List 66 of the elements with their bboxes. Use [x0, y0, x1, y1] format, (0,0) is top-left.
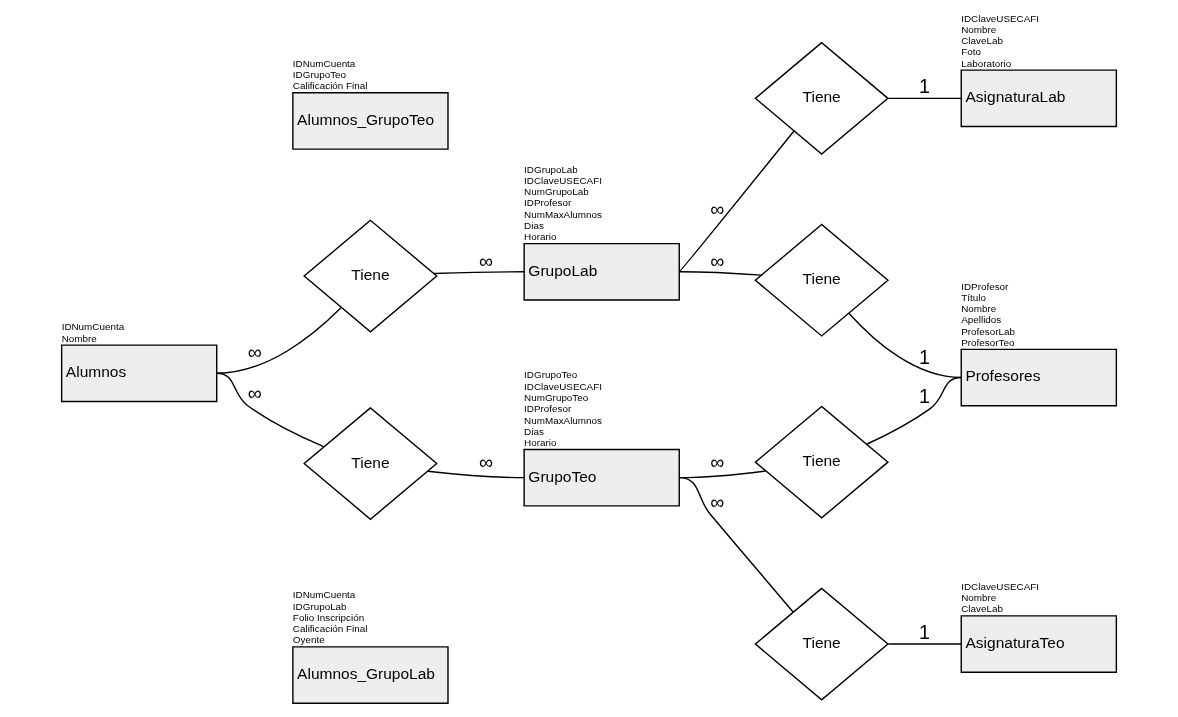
node-label: Horario	[524, 231, 557, 243]
node-diamond: Tiene	[754, 587, 890, 701]
node-label: ClaveLab	[961, 35, 1003, 47]
node-label: IDNumCuenta	[292, 589, 356, 601]
node-label: Nombre	[961, 23, 997, 35]
node-label: IDGrupoTeo	[292, 69, 347, 81]
node-label: IDClaveUSECAFI	[961, 580, 1040, 592]
node-label: IDNumCuenta	[292, 57, 356, 69]
connector	[887, 643, 962, 645]
edge-label: ∞	[247, 341, 262, 364]
node-label: Folio Inscripción	[292, 611, 365, 623]
node-label: Nombre	[61, 332, 97, 344]
node-label: Nombre	[961, 592, 997, 604]
edge-label: ∞	[479, 451, 494, 474]
connector	[216, 372, 325, 448]
node-label: NumGrupoTeo	[524, 391, 589, 403]
connector	[887, 97, 962, 100]
node-label: IDGrupoLab	[524, 163, 578, 175]
node-label: IDGrupoLab	[292, 600, 347, 612]
node-label: Dias	[524, 425, 544, 437]
connector	[216, 307, 342, 374]
node-label: IDClaveUSECAFI	[961, 12, 1040, 24]
node-label: IDClaveUSECAFI	[524, 380, 602, 392]
node-label: IDGrupoTeo	[524, 369, 578, 381]
node-diamond: Tiene	[303, 219, 438, 333]
node-diamond: Tiene	[754, 405, 890, 519]
node-label: IDProfesor	[524, 403, 572, 415]
node-label: NumMaxAlumnos	[524, 414, 602, 426]
edge-label: ∞	[710, 490, 725, 513]
edge-label: ∞	[479, 249, 494, 272]
edge-label: 1	[919, 385, 931, 408]
node-label: Apellidos	[961, 314, 1002, 326]
node-label: IDProfesor	[524, 197, 572, 209]
node-label: Nombre	[961, 303, 997, 315]
node-label: Título	[961, 291, 986, 303]
node-label: Calificación Final	[292, 80, 368, 92]
node-diamond: Tiene	[754, 223, 890, 337]
node-label: Dias	[524, 219, 544, 231]
node-label: Calificación Final	[292, 623, 368, 635]
connector	[433, 271, 525, 275]
edge-label: ∞	[710, 249, 725, 272]
edge-label: ∞	[710, 451, 725, 474]
node-label: IDClaveUSECAFI	[524, 174, 602, 186]
node-label: NumMaxAlumnos	[524, 208, 602, 220]
node-label: IDNumCuenta	[61, 321, 125, 333]
connector	[678, 130, 795, 273]
edge-label: 1	[919, 345, 931, 368]
node-label: Horario	[524, 437, 557, 449]
edge-label: ∞	[247, 382, 262, 405]
connector	[678, 476, 794, 613]
node-label: Foto	[961, 46, 981, 58]
node-diamond: Tiene	[303, 406, 438, 521]
node-label: IDProfesor	[961, 280, 1009, 292]
connector	[866, 376, 962, 445]
connector	[678, 271, 762, 276]
node-label: ProfesorTeo	[961, 336, 1015, 348]
connector	[427, 470, 525, 479]
node-label: NumGrupoLab	[524, 186, 589, 198]
edge-label: 1	[919, 620, 931, 643]
node-label: Oyente	[292, 634, 325, 646]
node-label: ClaveLab	[961, 603, 1003, 615]
node-label: Laboratorio	[961, 57, 1012, 69]
edge-label: ∞	[710, 197, 725, 220]
node-diamond: Tiene	[754, 41, 890, 155]
node-label: ProfesorLab	[961, 325, 1015, 337]
edge-label: 1	[919, 74, 931, 97]
